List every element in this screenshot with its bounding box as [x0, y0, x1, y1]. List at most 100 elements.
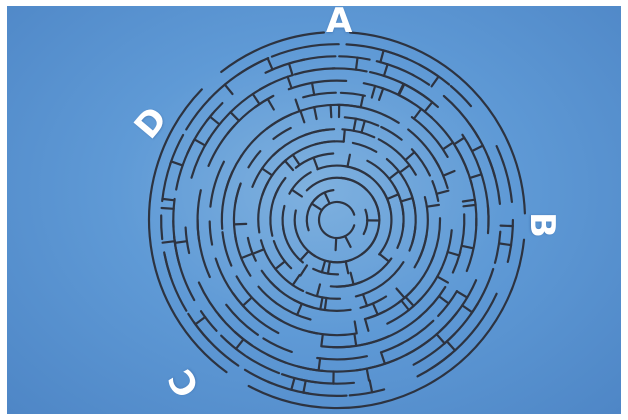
maze-radial-wall: [386, 193, 400, 201]
maze-radial-wall: [334, 236, 338, 252]
maze-ring-wall: [465, 217, 478, 273]
maze-ring-wall: [245, 355, 281, 375]
maze-ring-wall: [331, 335, 390, 349]
maze-radial-wall: [425, 203, 440, 208]
maze-ring-wall: [214, 257, 249, 312]
maze-radial-wall: [359, 94, 365, 109]
maze-ring-wall: [321, 345, 354, 349]
maze-radial-wall: [233, 222, 248, 226]
maze-radial-wall: [370, 84, 377, 99]
maze-ring-wall: [407, 128, 441, 168]
maze-radial-wall: [313, 105, 318, 121]
maze-ring-wall: [404, 83, 439, 108]
maze-radial-wall: [329, 103, 333, 119]
maze-radial-wall: [326, 260, 331, 275]
maze-ring-wall: [316, 355, 368, 361]
maze-ring-wall: [281, 204, 286, 232]
maze-board: A B C D: [7, 6, 621, 414]
maze-ring-wall: [280, 373, 317, 384]
maze-radial-wall: [442, 169, 456, 177]
entrance-label-b[interactable]: B: [521, 212, 562, 238]
maze-ring-wall: [506, 218, 514, 263]
maze-radial-wall: [371, 302, 379, 316]
maze-ring-wall: [312, 267, 340, 276]
maze-ring-wall: [281, 140, 345, 165]
maze-ring-wall: [385, 158, 416, 210]
maze-ring-wall: [442, 94, 480, 139]
maze-ring-wall: [495, 145, 513, 203]
maze-ring-wall: [351, 141, 378, 153]
maze-radial-wall: [497, 242, 513, 247]
maze-ring-wall: [208, 220, 214, 246]
maze-ring-wall: [160, 214, 164, 241]
maze-ring-wall: [362, 208, 369, 236]
maze-radial-wall: [323, 296, 328, 312]
maze-ring-wall: [246, 236, 257, 262]
maze-radial-wall: [453, 136, 466, 146]
entrance-label-a[interactable]: A: [326, 6, 353, 41]
maze-outer-wall: [349, 31, 526, 215]
maze-ring-wall: [336, 103, 400, 124]
maze-ring-wall: [431, 180, 440, 202]
maze-ring-wall: [197, 281, 225, 322]
maze-ring-wall: [331, 67, 368, 73]
maze-radial-wall: [445, 340, 457, 352]
maze-ring-wall: [305, 291, 342, 300]
maze-ring-wall: [161, 162, 172, 203]
maze-ring-wall: [173, 235, 196, 302]
maze-ring-wall: [430, 217, 442, 263]
maze-ring-wall: [258, 73, 294, 91]
maze-radial-wall: [398, 164, 411, 174]
maze-ring-wall: [251, 297, 283, 322]
maze-radial-wall: [315, 283, 322, 298]
maze-ring-wall: [341, 128, 376, 139]
maze-ring-wall: [312, 189, 335, 202]
maze-ring-wall: [220, 334, 247, 357]
maze-ring-wall: [257, 285, 278, 305]
maze-radial-wall: [430, 75, 440, 88]
maze-radial-wall: [435, 189, 450, 195]
maze-radial-wall: [365, 367, 371, 382]
maze-ring-wall: [234, 183, 242, 204]
maze-radial-wall: [173, 240, 188, 244]
maze-outer-wall: [247, 238, 526, 410]
maze-radial-wall: [423, 101, 434, 113]
circular-maze[interactable]: [7, 6, 621, 414]
maze-ring-wall: [303, 128, 336, 137]
maze-radial-wall: [261, 167, 274, 177]
maze-ring-wall: [272, 126, 292, 140]
maze-radial-wall: [404, 295, 415, 307]
maze-radial-wall: [266, 57, 274, 71]
maze-radial-wall: [441, 141, 455, 151]
maze-radial-wall: [361, 293, 369, 307]
maze-radial-wall: [291, 273, 301, 287]
maze-ring-wall: [187, 312, 211, 343]
maze-radial-wall: [344, 235, 352, 248]
maze-ring-wall: [266, 353, 324, 372]
maze-radial-wall: [352, 117, 357, 132]
maze-ring-wall: [220, 170, 234, 230]
maze-radial-wall: [290, 188, 303, 198]
maze-radial-wall: [291, 153, 301, 166]
maze-radial-wall: [274, 260, 286, 271]
maze-ring-wall: [339, 91, 366, 97]
maze-radial-wall: [287, 62, 294, 77]
maze-ring-wall: [396, 222, 405, 249]
maze-radial-wall: [461, 304, 474, 314]
maze-radial-wall: [412, 107, 423, 120]
maze-radial-wall: [312, 156, 319, 171]
maze-ring-wall: [287, 79, 348, 91]
maze-ring-wall: [362, 82, 414, 104]
maze-radial-wall: [310, 81, 316, 96]
maze-radial-wall: [446, 250, 461, 257]
maze-radial-wall: [364, 318, 370, 332]
maze-radial-wall: [499, 224, 514, 228]
maze-ring-wall: [190, 137, 211, 179]
maze-ring-wall: [254, 94, 275, 109]
maze-ring-wall: [288, 171, 312, 195]
maze-radial-wall: [378, 87, 385, 102]
maze-ring-wall: [163, 251, 172, 278]
maze-radial-wall: [400, 299, 410, 312]
maze-ring-wall: [487, 156, 501, 205]
